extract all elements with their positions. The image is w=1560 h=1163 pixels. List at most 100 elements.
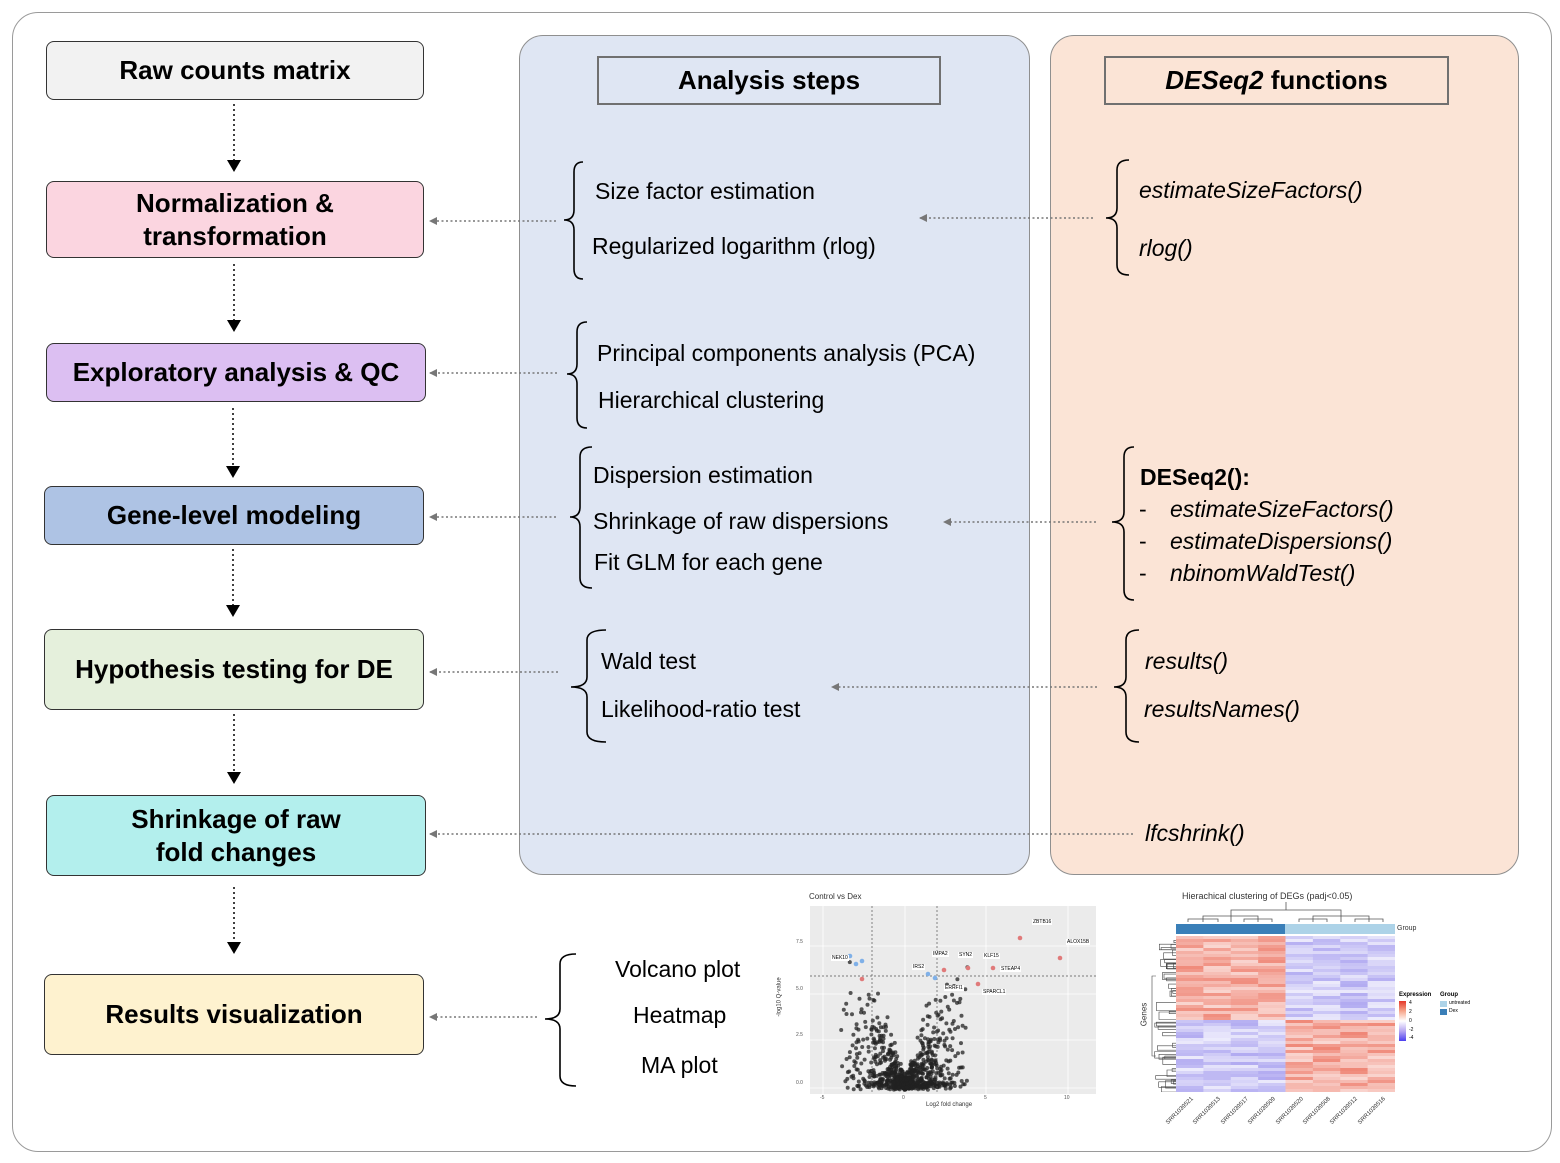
heatmap-cell [1312,1032,1341,1036]
heatmap-cell [1258,945,1286,949]
heatmap-cell [1340,1020,1368,1024]
heatmap-cell [1312,978,1341,982]
heatmap-cell [1230,1017,1259,1021]
heatmap-cell [1258,1068,1286,1072]
heatmap-cell [1285,939,1314,943]
heatmap-cell [1258,1002,1286,1006]
gene-label-impa2: IMPA2 [932,951,949,957]
heatmap-cell [1367,1005,1395,1009]
heatmap-cell [1285,1017,1314,1021]
heatmap-cell [1312,1047,1341,1051]
heatmap-cell [1340,1044,1368,1048]
heatmap-cell [1340,960,1368,964]
fn-estimate-size-factors-2: estimateSizeFactors() [1170,496,1394,522]
heatmap-cell [1340,951,1368,955]
heatmap-cell [1230,1065,1259,1069]
heatmap-cell [1340,1059,1368,1063]
heatmap-cell [1340,1083,1368,1087]
fn-deseq2-header: DESeq2(): [1140,464,1250,490]
heatmap-cell [1312,957,1341,961]
heatmap-cell [1285,1020,1314,1024]
heatmap-cell [1203,960,1232,964]
heatmap-cell [1312,1068,1341,1072]
heatmap-cell [1367,1071,1395,1075]
heatmap-cell [1230,1086,1259,1090]
heatmap-cell [1258,1050,1286,1054]
heatmap-cell [1230,1002,1259,1006]
heatmap-cell [1312,1086,1341,1090]
heatmap-cell [1230,1014,1259,1018]
heatmap-cell [1230,1035,1259,1039]
heatmap-cell [1312,1050,1341,1054]
highlighted-gene-point [975,981,981,987]
heatmap-cell [1258,1077,1286,1081]
heatmap-cell [1258,996,1286,1000]
heatmap-cell [1176,1050,1204,1054]
heatmap-cell [1258,981,1286,985]
heatmap-cell [1285,1002,1314,1006]
heatmap-cell [1367,954,1395,958]
heatmap-cell [1285,996,1314,1000]
heatmap-cell [1340,948,1368,952]
heatmap-cell [1285,1032,1314,1036]
heatmap-cell [1230,966,1259,970]
heatmap-cell [1203,1047,1232,1051]
heatmap-cell [1367,1077,1395,1081]
heatmap-cell [1285,1059,1314,1063]
step-gene-modeling: Gene-level modeling [44,486,424,545]
heatmap-cell [1203,1014,1232,1018]
fn-results-names: resultsNames() [1144,696,1300,722]
left-arrows [429,214,1133,1021]
down-arrows [232,104,235,942]
heatmap-cell [1176,1023,1204,1027]
heatmap-cell [1258,1026,1286,1030]
fn-estimate-size-factors: estimateSizeFactors() [1139,177,1363,203]
heatmap-cell [1176,975,1204,979]
heatmap-cell [1176,948,1204,952]
heatmap-cell [1285,1014,1314,1018]
heatmap-cell [1258,999,1286,1003]
heatmap-cell [1312,993,1341,997]
heatmap-cell [1258,1044,1286,1048]
heatmap-cell [1176,978,1204,982]
heatmap-cell [1203,1059,1232,1063]
heatmap-cell [1230,1023,1259,1027]
heatmap-cell [1340,999,1368,1003]
heatmap-cell [1258,972,1286,976]
heatmap-cell [1312,1065,1341,1069]
heatmap-cell [1340,1077,1368,1081]
heatmap-cell [1367,1038,1395,1042]
heatmap-cell [1312,1035,1341,1039]
step-normalization: Normalization & transformation [46,181,424,258]
heatmap-cell [1340,969,1368,973]
heatmap-cell [1312,981,1341,985]
heatmap-cell [1340,996,1368,1000]
heatmap-cell [1285,1008,1314,1012]
heatmap-cell [1176,1029,1204,1033]
heatmap-cell [1230,1068,1259,1072]
heatmap-cell [1285,1062,1314,1066]
heatmap-cell [1258,975,1286,979]
heatmap-cell [1203,1023,1232,1027]
heatmap-cell [1176,1077,1204,1081]
heatmap-cell [1258,963,1286,967]
heatmap-cell [1230,993,1259,997]
heatmap-cell [1340,1032,1368,1036]
heatmap-cell [1285,1038,1314,1042]
heatmap-cell [1230,1083,1259,1087]
heatmap-cell [1230,1077,1259,1081]
analysis-hclust: Hierarchical clustering [598,387,825,413]
heatmap-cell [1176,1053,1204,1057]
heatmap-cell [1258,1008,1286,1012]
heatmap-cell [1230,1089,1259,1092]
heatmap-cell [1340,963,1368,967]
heatmap-cell [1258,1047,1286,1051]
heatmap-cell [1176,1074,1204,1078]
heatmap-cell [1367,972,1395,976]
heatmap-cell [1367,1056,1395,1060]
heatmap-cell [1258,948,1286,952]
heatmap-cell [1176,1044,1204,1048]
fn-nbinom-wald-test: nbinomWaldTest() [1170,560,1356,586]
heatmap-cell [1230,984,1259,988]
analysis-dispersion: Dispersion estimation [593,462,813,488]
